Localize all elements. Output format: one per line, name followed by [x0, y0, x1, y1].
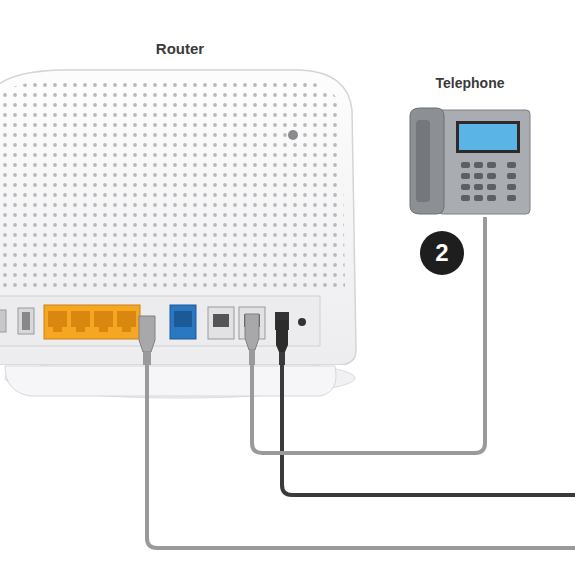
telephone-device-art [400, 72, 540, 217]
telephone-device: Telephone [400, 72, 540, 217]
device-label: Telephone [400, 75, 540, 91]
callout-number: 2 [420, 231, 464, 275]
device-label: Router [0, 40, 360, 57]
router-device: Router [0, 38, 360, 365]
router-device-art [0, 38, 360, 365]
